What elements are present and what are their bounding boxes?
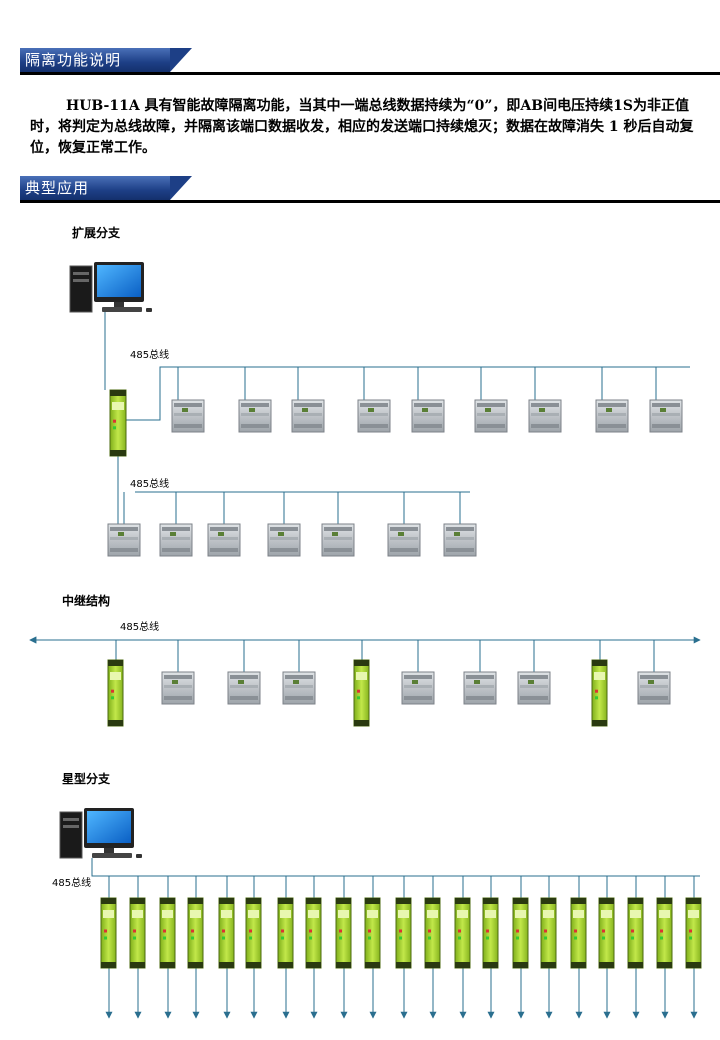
hub-module: [305, 897, 322, 969]
slave-device: [649, 399, 683, 433]
hub-module: [627, 897, 644, 969]
slave-device: [463, 671, 497, 705]
slave-device: [401, 671, 435, 705]
hub-module: [395, 897, 412, 969]
isolation-description: HUB-11A 具有智能故障隔离功能，当其中一端总线数据持续为“0”，即AB间电…: [30, 98, 694, 156]
bus-label: 485总线: [120, 620, 159, 633]
hub-module: [159, 897, 176, 969]
computer-icon: [59, 808, 142, 859]
star-branch-title: 星型分支: [62, 772, 111, 786]
bus-line: [126, 366, 690, 421]
slave-device: [637, 671, 671, 705]
slave-device: [267, 523, 301, 557]
hub-module: [277, 897, 294, 969]
slave-device: [238, 399, 272, 433]
section-rule: [20, 200, 720, 203]
slave-device: [291, 399, 325, 433]
slave-device: [161, 671, 195, 705]
hub-module: [591, 659, 608, 727]
hub-module: [656, 897, 673, 969]
slave-device: [517, 671, 551, 705]
hub-module: [598, 897, 615, 969]
slave-device: [207, 523, 241, 557]
slave-device: [443, 523, 477, 557]
slave-device: [411, 399, 445, 433]
bus-line: [91, 858, 700, 877]
hub-module: [107, 659, 124, 727]
hub-module: [482, 897, 499, 969]
slave-device: [227, 671, 261, 705]
hub-module: [218, 897, 235, 969]
slave-device: [528, 399, 562, 433]
hub-module: [245, 897, 262, 969]
section-header-application: 典型应用: [20, 172, 720, 204]
hub-module: [570, 897, 587, 969]
slave-device: [159, 523, 193, 557]
slave-device: [321, 523, 355, 557]
section-title-isolation: 隔离功能说明: [20, 48, 170, 72]
slave-device: [595, 399, 629, 433]
slave-device: [282, 671, 316, 705]
section-header-isolation: 隔离功能说明: [20, 44, 720, 76]
hub-module: [129, 897, 146, 969]
repeater-structure-title: 中继结构: [62, 594, 111, 608]
hub-module: [187, 897, 204, 969]
hub-module: [353, 659, 370, 727]
hub-module: [454, 897, 471, 969]
hub-module: [512, 897, 529, 969]
section-title-application: 典型应用: [20, 176, 170, 200]
hub-module: [424, 897, 441, 969]
slave-device: [107, 523, 141, 557]
section-tab-tail: [170, 48, 192, 72]
computer-icon: [69, 262, 152, 313]
bus-label: 485总线: [52, 876, 91, 889]
bus-label: 485总线: [130, 348, 169, 361]
hub-module: [685, 897, 702, 969]
slave-device: [474, 399, 508, 433]
slave-device: [171, 399, 205, 433]
slave-device: [357, 399, 391, 433]
hub-module: [364, 897, 381, 969]
section-tab-tail: [170, 176, 192, 200]
expand-branch-title: 扩展分支: [72, 226, 121, 240]
hub-module: [100, 897, 117, 969]
slave-device: [387, 523, 421, 557]
hub-module: [335, 897, 352, 969]
bus-label: 485总线: [130, 477, 169, 490]
hub-module: [109, 389, 127, 457]
section-rule: [20, 72, 720, 75]
hub-module: [540, 897, 557, 969]
